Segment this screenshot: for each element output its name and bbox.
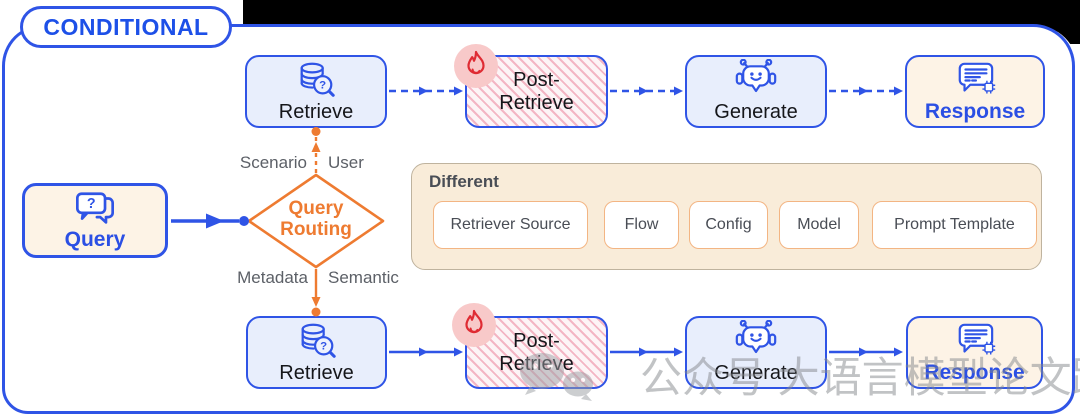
different-title: Different <box>429 172 499 191</box>
chip-model: Model <box>779 201 859 249</box>
node-label: Response <box>924 99 1026 123</box>
conditional-badge-label: CONDITIONAL <box>43 13 209 40</box>
node-label: Retrieve <box>278 101 354 124</box>
chip-flow: Flow <box>604 201 679 249</box>
node-response-top: Response <box>905 55 1045 128</box>
node-label: Retrieve <box>279 362 354 385</box>
node-label: Query <box>64 227 126 251</box>
robot-icon <box>735 59 777 93</box>
svg-text:?: ? <box>320 341 327 353</box>
database-search-icon: ? <box>301 323 336 359</box>
branch-label-scenario: Scenario <box>239 153 307 172</box>
chat-response-icon <box>958 323 995 355</box>
chat-response-icon <box>958 62 996 94</box>
chip-prompt-template: Prompt Template <box>872 201 1037 249</box>
node-label: Generate <box>714 101 798 124</box>
query-routing-label: Query Routing <box>280 198 352 240</box>
svg-text:?: ? <box>87 196 96 212</box>
node-label: Generate <box>714 362 798 385</box>
node-generate-bottom: Generate <box>685 316 827 389</box>
node-generate-top: Generate <box>685 55 827 128</box>
fire-icon <box>453 43 499 94</box>
svg-text:?: ? <box>319 80 326 92</box>
question-chat-icon: ? <box>76 191 114 224</box>
watermark: 公众号 大语言模型论文跟踪 <box>512 344 1080 405</box>
branch-label-semantic: Semantic <box>328 268 399 287</box>
node-retrieve-top: ? Retrieve <box>245 55 387 128</box>
watermark-text: 公众号 大语言模型论文跟踪 <box>640 354 1080 401</box>
node-query: ? Query <box>22 183 168 258</box>
diagram-frame <box>2 24 1075 414</box>
node-label: Response <box>924 360 1025 384</box>
fire-icon <box>451 302 497 353</box>
background-top-strip <box>243 0 1080 25</box>
node-retrieve-bottom: ? Retrieve <box>246 316 387 389</box>
chip-config: Config <box>689 201 768 249</box>
node-response-bottom: Response <box>906 316 1043 389</box>
different-panel: Different Retriever Source Flow Config M… <box>411 163 1042 270</box>
conditional-badge: CONDITIONAL <box>20 6 232 48</box>
chip-retriever-source: Retriever Source <box>433 201 588 249</box>
branch-label-user: User <box>328 153 364 172</box>
branch-label-metadata: Metadata <box>237 268 308 287</box>
robot-icon <box>735 320 777 354</box>
wechat-icon <box>520 352 593 401</box>
node-label: Post-Retrieve <box>499 68 574 114</box>
database-search-icon: ? <box>300 62 335 98</box>
